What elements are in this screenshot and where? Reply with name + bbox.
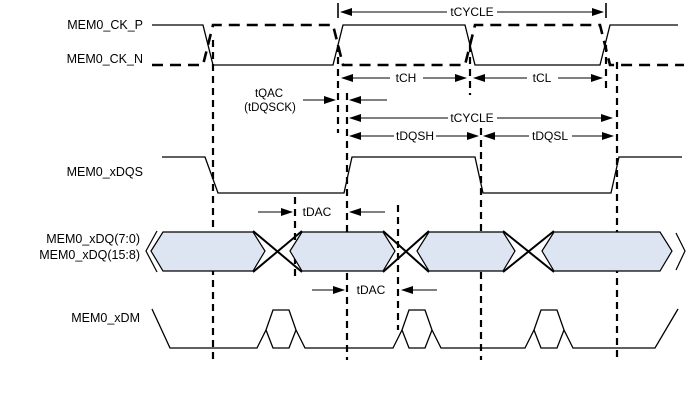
signal-labels: MEM0_CK_P MEM0_CK_N MEM0_xDQS MEM0_xDQ(7… [39, 18, 143, 325]
dq-bus-close-chevron [675, 232, 686, 271]
tcycle-dqs-label: tCYCLE [450, 111, 493, 125]
ck-p-waveform [152, 24, 678, 66]
dimension-tdac-dq: tDAC [258, 205, 385, 219]
dq-bus-segment-1 [150, 231, 266, 272]
dq-bus-crossover-1 [252, 230, 303, 273]
tcl-label: tCL [533, 71, 552, 85]
dm-waveform-main-path [151, 308, 679, 349]
dq-bus-crossover-2 [382, 230, 430, 273]
dq-bus-crossover-3 [502, 230, 555, 273]
dq-signal-label-line2: MEM0_xDQ(15:8) [39, 248, 140, 262]
tdqsl-label: tDQSL [532, 129, 568, 143]
ck-n-waveform [152, 23, 684, 67]
dq-bus-segment-3 [416, 231, 516, 272]
ck-p-signal-label: MEM0_CK_P [67, 18, 143, 32]
dq-bus-segment-4 [541, 231, 673, 272]
dq-bus-segment-2 [289, 231, 396, 272]
dm-waveform-eye-bottoms [265, 329, 565, 349]
dqs-waveform [162, 156, 682, 194]
tdac-dm-label: tDAC [357, 283, 386, 297]
dimension-tcycle-dqs: tCYCLE [349, 111, 613, 125]
tdqsck-label: (tDQSCK) [244, 102, 296, 114]
dq-bus-waveform [145, 230, 686, 273]
dm-signal-label: MEM0_xDM [71, 311, 140, 325]
ck-n-signal-label: MEM0_CK_N [67, 52, 143, 66]
clock-waveform-group [152, 23, 684, 67]
dq-signal-label-line1: MEM0_xDQ(7:0) [46, 232, 140, 246]
dimension-tch: tCH [341, 71, 467, 85]
dqs-signal-label: MEM0_xDQS [67, 165, 143, 179]
tqac-label: tQAC [255, 88, 283, 100]
dq-bus-open-chevron [145, 230, 158, 273]
reference-lines [211, 40, 619, 360]
dimension-tdqsl: tDQSL [483, 129, 614, 143]
dimension-tcycle-clock: tCYCLE [337, 3, 607, 19]
dimension-tcl: tCL [473, 71, 603, 85]
dimension-tdac-dm: tDAC [312, 283, 437, 297]
tch-label: tCH [396, 71, 417, 85]
tdac-dq-label: tDAC [303, 205, 332, 219]
dimension-tdqsh: tDQSH [349, 129, 479, 143]
dm-waveform [151, 308, 679, 349]
tdqsh-label: tDQSH [396, 129, 434, 143]
tcycle-clock-label: tCYCLE [450, 5, 493, 19]
dimension-tqac: tQAC (tDQSCK) [244, 88, 387, 114]
